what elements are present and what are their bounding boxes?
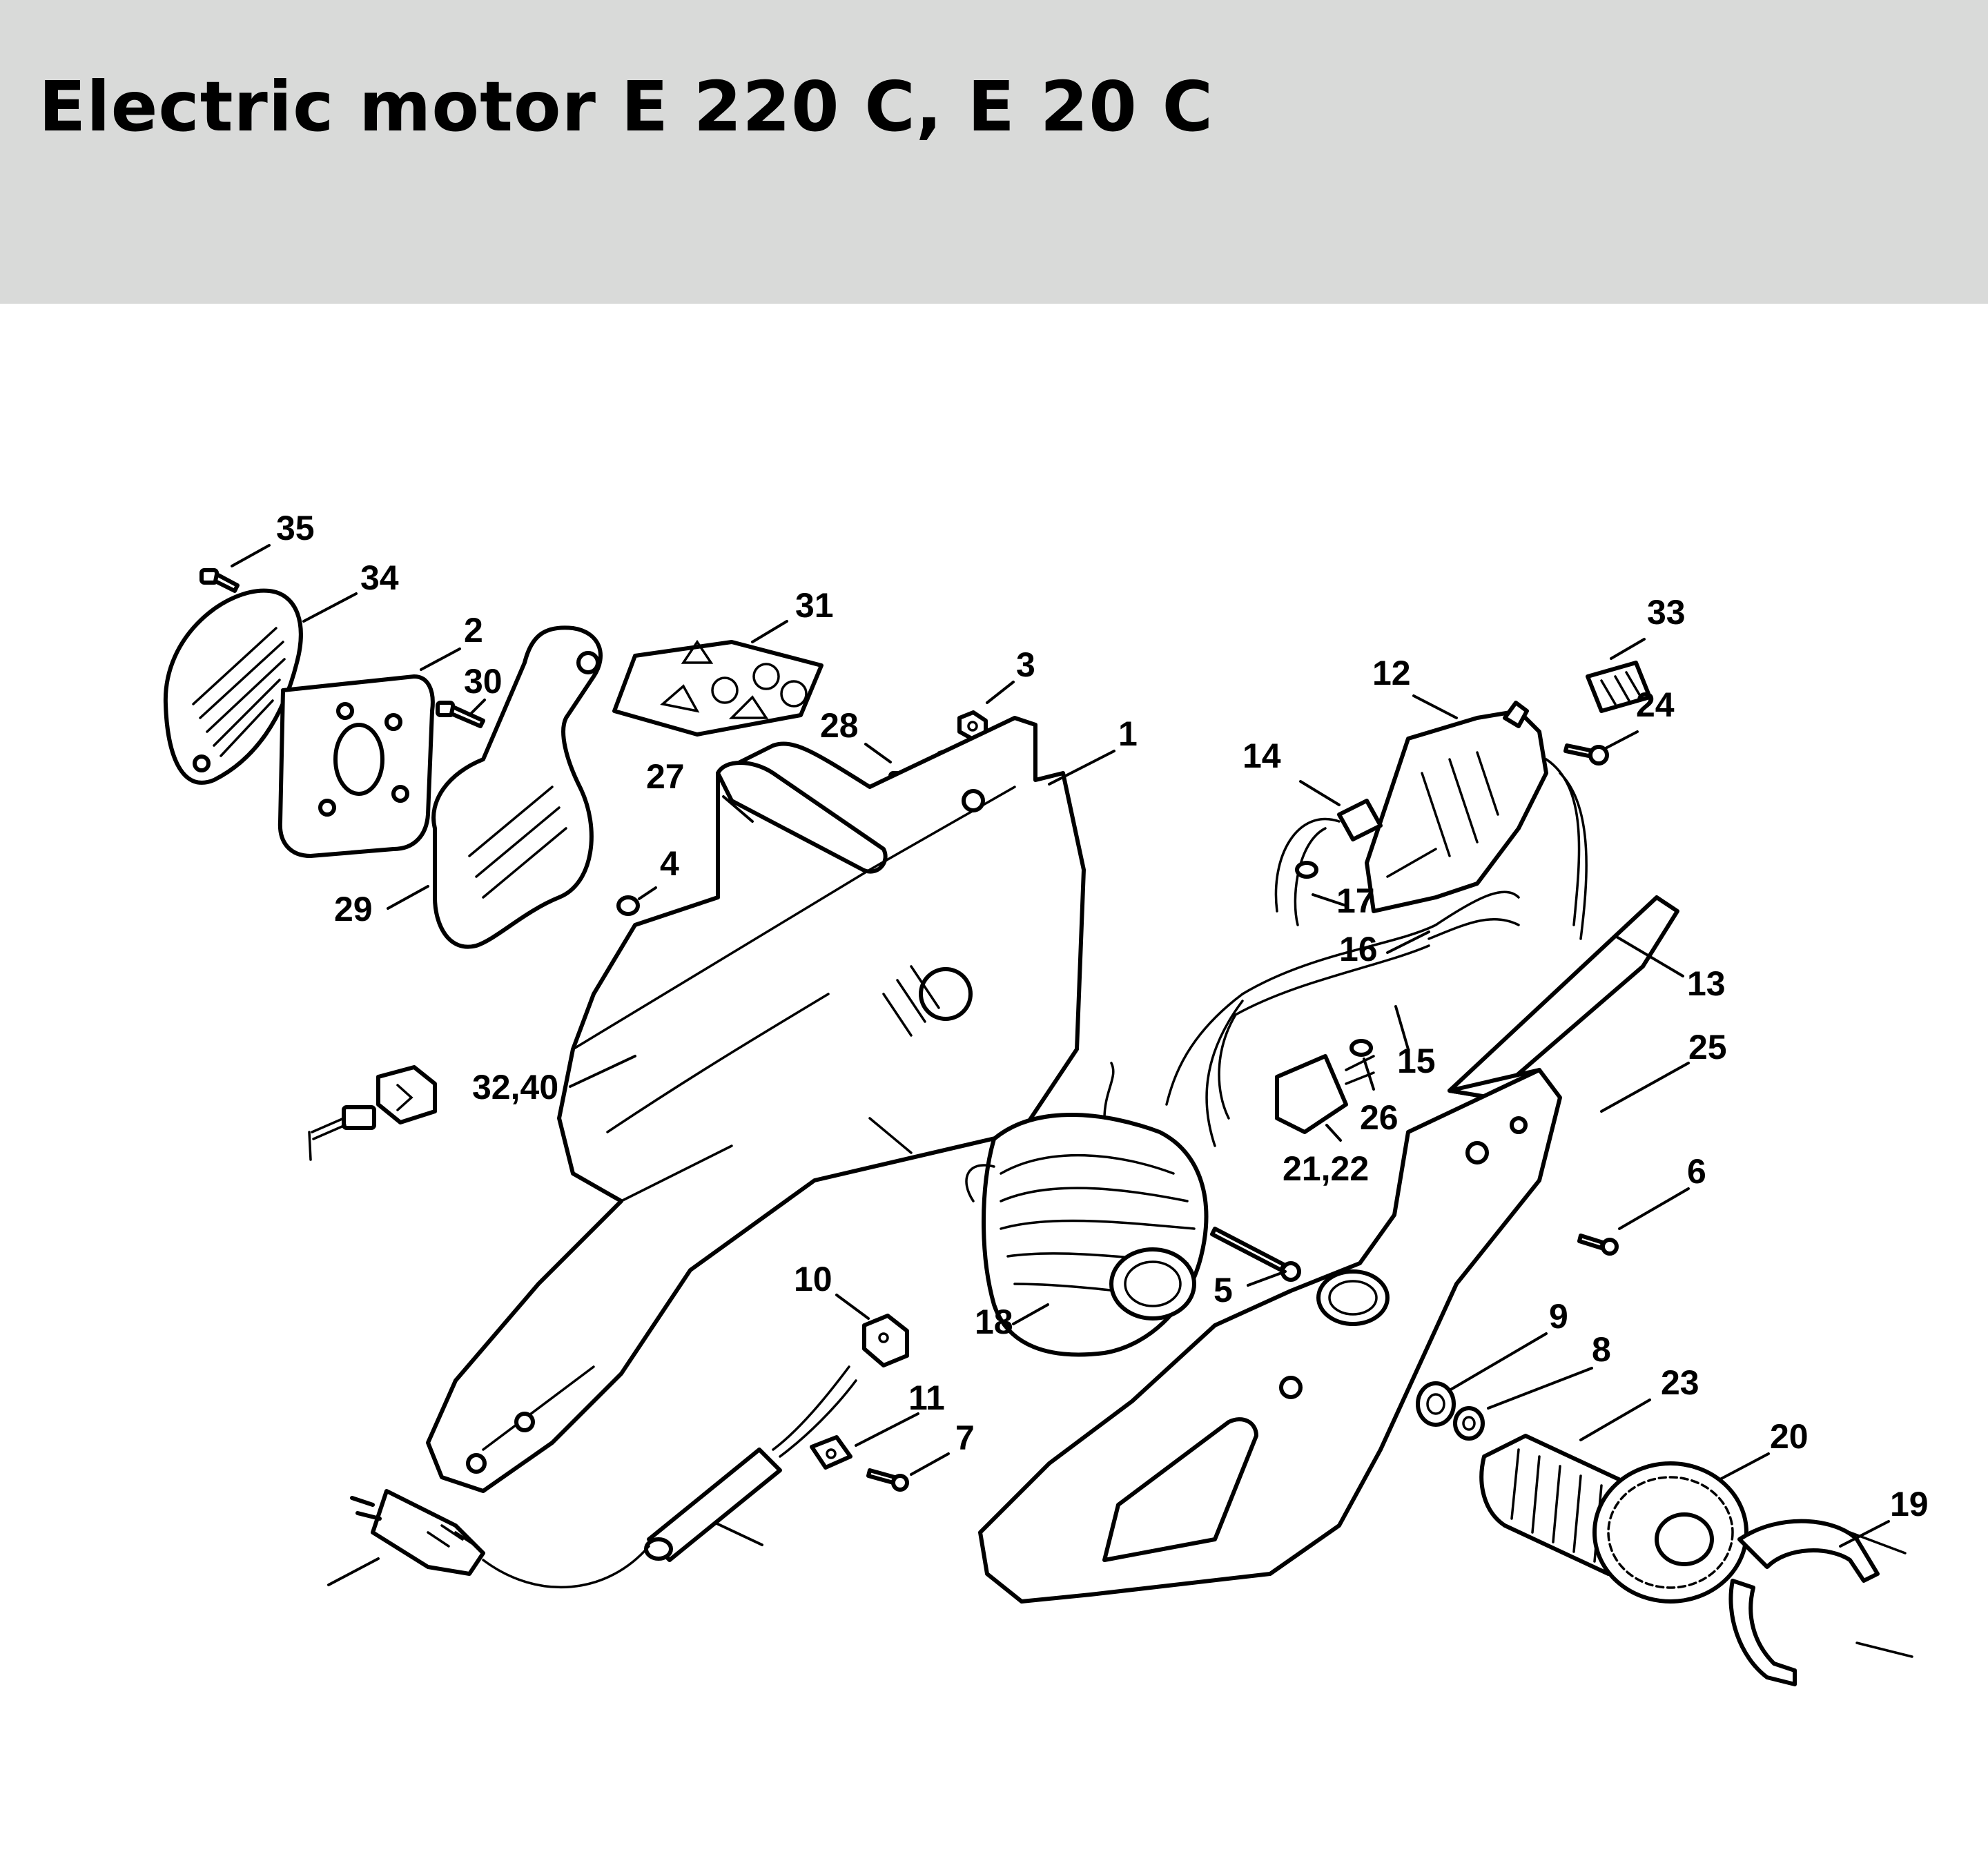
callout-4: 4 — [660, 844, 679, 883]
callout-2: 2 — [464, 611, 483, 650]
callout-24-lower: 7 — [955, 1419, 975, 1457]
callout-26: 6 — [1687, 1152, 1706, 1191]
part-21-22-trigger-switch[interactable] — [1275, 1054, 1375, 1134]
part-24-screw-lower[interactable] — [866, 1468, 909, 1492]
part-34-vent-cover[interactable] — [163, 588, 303, 785]
callout-11: 20 — [1770, 1417, 1809, 1456]
callout-16: 16 — [1339, 930, 1378, 968]
part-29-rear-handle[interactable] — [431, 625, 603, 949]
callout-29: 29 — [334, 890, 373, 928]
callout-27: 27 — [646, 757, 685, 796]
callout-13: 13 — [1687, 964, 1726, 1003]
callout-3: 3 — [1016, 645, 1035, 684]
callout-23: 11 — [908, 1378, 945, 1417]
part-10-ball-bearing[interactable] — [1416, 1381, 1456, 1427]
part-20-cable-sleeve[interactable] — [644, 1365, 857, 1562]
part-19-mains-plug[interactable] — [350, 1489, 650, 1589]
callout-35: 35 — [276, 509, 315, 547]
part-26-screw[interactable] — [1577, 1234, 1619, 1256]
callout-28: 28 — [820, 706, 859, 745]
part-24-screw-upper[interactable] — [1563, 743, 1609, 766]
leader-lines — [231, 544, 1890, 1586]
part-7-bracket[interactable] — [1728, 1519, 1913, 1686]
callout-12: 12 — [1372, 654, 1411, 692]
callout-labels: 35 34 2 30 31 3 28 27 4 1 29 32,40 14 12… — [276, 509, 1929, 1523]
callout-8: 23 — [1661, 1363, 1699, 1402]
callout-25: 25 — [1688, 1028, 1727, 1066]
part-1-housing[interactable] — [426, 716, 1086, 1493]
part-5-field-winding[interactable] — [965, 1062, 1209, 1357]
part-30-screw[interactable] — [436, 701, 485, 728]
part-15-cable[interactable] — [1165, 993, 1244, 1147]
callout-10: 9 — [1549, 1297, 1568, 1336]
callout-24-upper: 24 — [1636, 685, 1675, 724]
part-2-cover-plate[interactable] — [277, 674, 435, 858]
exploded-parts-diagram: 35 34 2 30 31 3 28 27 4 1 29 32,40 14 12… — [163, 509, 1929, 1686]
part-33-filter-pad[interactable] — [1586, 661, 1652, 713]
callout-17-upper: 17 — [1336, 881, 1375, 920]
callout-32-40: 32,40 — [472, 1068, 558, 1107]
callout-9: 8 — [1592, 1330, 1611, 1369]
part-4-plug[interactable] — [616, 895, 640, 916]
part-12-switch-housing[interactable] — [1365, 701, 1548, 913]
callout-21-22: 21,22 — [1283, 1149, 1369, 1188]
callout-15: 15 — [1397, 1042, 1436, 1080]
callout-31: 31 — [795, 586, 834, 625]
part-25-motor-housing[interactable] — [978, 1068, 1562, 1604]
part-27-brush-holder-lower[interactable] — [376, 1065, 437, 1124]
callout-33: 33 — [1647, 593, 1686, 632]
part-16-wire-harness[interactable] — [1234, 758, 1588, 1016]
part-17-connector-lower[interactable] — [1349, 1039, 1373, 1057]
part-9-washer[interactable] — [1453, 1406, 1485, 1441]
part-18-terminal-block[interactable] — [862, 1314, 909, 1367]
part-11-gear[interactable] — [1592, 1461, 1748, 1604]
callout-6: 5 — [1214, 1271, 1233, 1309]
callout-7: 19 — [1890, 1485, 1929, 1523]
callout-30: 30 — [464, 662, 503, 701]
callout-18: 10 — [794, 1260, 832, 1298]
part-23-cable-clamp[interactable] — [810, 1435, 852, 1470]
page-title: Electric motor E 220 C, E 20 C — [39, 66, 1214, 147]
part-31-warning-labels[interactable] — [612, 639, 824, 737]
part-17-connector-upper[interactable] — [1295, 861, 1318, 879]
callout-17-lower: 26 — [1360, 1098, 1399, 1137]
callout-34: 34 — [360, 558, 399, 597]
callout-1: 1 — [1118, 714, 1138, 753]
header-banner: Electric motor E 220 C, E 20 C — [0, 0, 1988, 304]
callout-5: 18 — [975, 1303, 1013, 1341]
part-13-cover-strip[interactable] — [1448, 895, 1679, 1100]
part-6-long-screw[interactable] — [1210, 1227, 1301, 1282]
part-28-carbon-brush-lower[interactable] — [308, 1105, 376, 1161]
part-35-screw[interactable] — [199, 568, 240, 593]
callout-14: 14 — [1242, 737, 1281, 775]
